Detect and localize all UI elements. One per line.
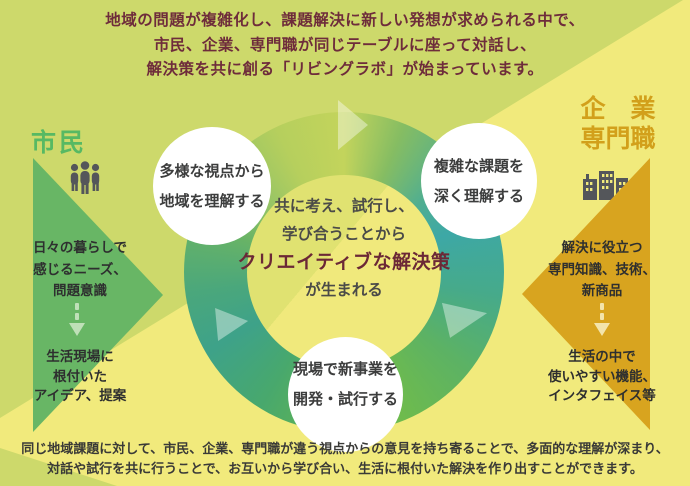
top-left-circle-line-1: 多様な視点から [159,162,265,180]
footer-line-1: 同じ地域課題に対して、市民、企業、専門職が違う視点からの意見を持ち寄ることで、多… [21,442,669,457]
intro-text: 地域の問題が複雑化し、課題解決に新しい発想が求められる中で、 市民、企業、専門職… [0,8,690,82]
companies-offer-line-1: 解決に役立つ [561,240,643,256]
intro-line-2: 市民、企業、専門職が同じテーブルに座って対話し、 [153,35,537,54]
down-arrow-icon [68,303,86,337]
bottom-circle-line-2: 開発・試行する [292,389,398,408]
cycle-inner-circle [247,175,441,369]
companies-offer-line-2: 専門知識、技術、 [548,261,656,278]
footer-text: 同じ地域課題に対して、市民、企業、専門職が違う視点からの意見を持ち寄ることで、多… [0,440,690,479]
center-highlight: クリエイティブな解決策 [237,251,451,273]
center-message: 共に考え、試行し、 学び合うことから クリエイティブな解決策 が生まれる [214,192,474,304]
intro-line-1: 地域の問題が複雑化し、課題解決に新しい発想が求められる中で、 [105,11,585,29]
companies-offer-text: 解決に役立つ 専門知識、技術、 新商品 [540,238,664,303]
citizens-result-text: 生活現場に 根付いた アイデア、提案 [18,348,142,407]
companies-title-line-1: 企 業 [580,94,656,123]
citizens-offer-line-1: 日々の暮らしで [32,240,128,256]
top-left-circle-line-2: 地域を理解する [159,192,265,210]
cycle-bottom-circle: 現場で新事業を 開発・試行する [288,337,403,452]
companies-result-line-2: 使いやすい機能、 [548,368,656,385]
citizens-offer-line-3: 問題意識 [53,283,107,299]
citizens-title: 市民 [31,128,88,157]
top-right-circle-line-2: 深く理解する [433,187,524,205]
footer-line-2: 対話や試行を共に行うことで、お互いから学び合い、生活に根付いた解決を作り出すこと… [47,461,643,477]
bottom-circle-text: 現場で新事業を 開発・試行する [293,354,398,414]
companies-result-text: 生活の中で 使いやすい機能、 インタフェイス等 [540,348,664,407]
companies-offer-line-3: 新商品 [581,283,623,299]
citizens-offer-line-2: 感じるニーズ、 [33,261,127,278]
companies-title-line-2: 専門職 [580,124,656,153]
companies-result-line-3: インタフェイス等 [548,388,656,404]
top-right-circle-line-1: 複雑な課題を [433,157,524,175]
citizens-result-line-2: 根付いた [53,368,107,385]
citizens-icon [68,160,102,195]
cycle-top-left-circle: 多様な視点から 地域を理解する [153,127,271,245]
companies-title: 企 業 専門職 [568,94,668,154]
center-line-2: 学び合うことから [281,225,406,243]
center-line-3: が生まれる [305,281,383,299]
cycle-top-right-circle: 複雑な課題を 深く理解する [421,123,537,239]
center-line-1: 共に考え、試行し、 [274,197,414,215]
citizens-result-line-1: 生活現場に [46,349,114,365]
intro-line-3: 解決策を共に創る「リビングラボ」が始まっています。 [146,60,544,78]
citizens-result-line-3: アイデア、提案 [33,388,127,404]
citizens-offer-text: 日々の暮らしで 感じるニーズ、 問題意識 [18,238,142,303]
companies-result-line-1: 生活の中で [568,349,636,365]
down-arrow-icon [593,303,611,337]
bottom-circle-line-1: 現場で新事業を [292,359,398,378]
